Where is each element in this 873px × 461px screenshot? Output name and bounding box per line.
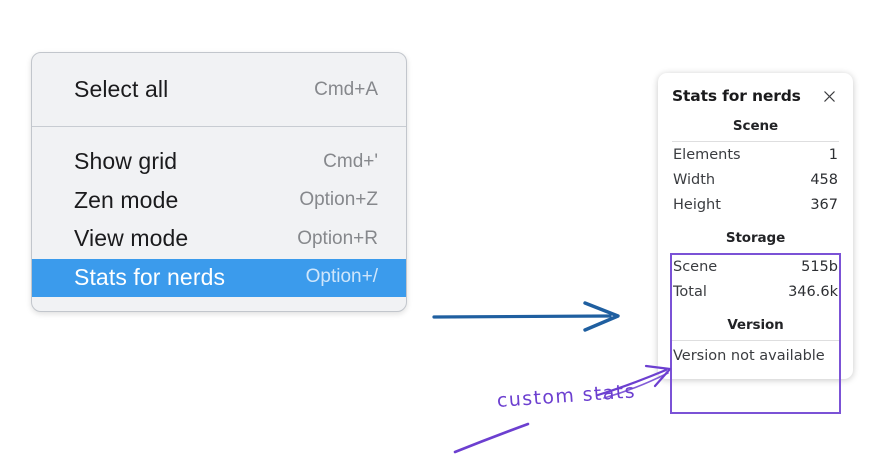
menu-item-stats-for-nerds[interactable]: Stats for nerds Option+/ (32, 258, 406, 298)
context-menu[interactable]: Select all Cmd+A Show grid Cmd+' Zen mod… (31, 52, 407, 313)
callout-label: custom stats (496, 380, 637, 412)
stat-label: Scene (673, 259, 718, 275)
menu-item-label: Show grid (74, 148, 178, 175)
stat-value: 515b (801, 259, 838, 275)
menu-item-shortcut: Cmd+A (314, 78, 378, 100)
menu-item-label: Select all (74, 76, 169, 102)
stat-label: Elements (673, 147, 741, 163)
section-heading-storage: Storage (725, 230, 786, 246)
stat-value: 458 (810, 172, 838, 188)
section-heading-version: Version (727, 317, 784, 333)
menu-item-show-grid[interactable]: Show grid Cmd+' (32, 143, 406, 181)
stat-value: 1 (828, 147, 838, 163)
section-divider (672, 141, 839, 142)
panel-body: Scene Elements 1 Width 458 Height 367 St… (658, 105, 853, 366)
menu-item-shortcut: Cmd+' (323, 151, 378, 172)
menu-item-select-all[interactable]: Select all Cmd+A (32, 71, 406, 109)
menu-item-shortcut: Option+Z (299, 189, 378, 211)
menu-item-label: View mode (74, 225, 189, 252)
menu-group-view-options: Show grid Cmd+' Zen mode Option+Z View m… (32, 127, 406, 311)
section-divider (672, 340, 839, 341)
stat-label: Total (673, 284, 707, 300)
page-title: Stats for nerds (672, 87, 801, 105)
callout-underline (453, 422, 530, 454)
stat-row-height: Height 367 (671, 192, 840, 217)
menu-item-view-mode[interactable]: View mode Option+R (32, 220, 406, 258)
stats-for-nerds-panel: Stats for nerds Scene Elements 1 Width 4… (658, 73, 853, 379)
stat-label: Width (673, 172, 716, 188)
section-heading-scene: Scene (732, 118, 779, 134)
stat-row-elements: Elements 1 (671, 142, 840, 167)
blue-flow-arrow (432, 301, 620, 332)
stat-row-storage-scene: Scene 515b (671, 254, 840, 279)
menu-item-shortcut: Option+/ (305, 266, 378, 288)
version-note: Version not available (673, 348, 825, 364)
stat-value: 346.6k (788, 284, 838, 300)
panel-header: Stats for nerds (658, 85, 853, 105)
stat-row-width: Width 458 (671, 167, 840, 192)
menu-item-label: Stats for nerds (74, 263, 226, 290)
stat-label: Height (673, 197, 721, 213)
close-icon[interactable] (821, 88, 838, 105)
stat-row-storage-total: Total 346.6k (671, 279, 840, 304)
menu-group-primary: Select all Cmd+A (32, 53, 406, 128)
menu-item-zen-mode[interactable]: Zen mode Option+Z (32, 182, 406, 220)
menu-item-label: Zen mode (74, 186, 179, 213)
stat-value: 367 (810, 197, 838, 213)
menu-item-shortcut: Option+R (297, 227, 378, 249)
